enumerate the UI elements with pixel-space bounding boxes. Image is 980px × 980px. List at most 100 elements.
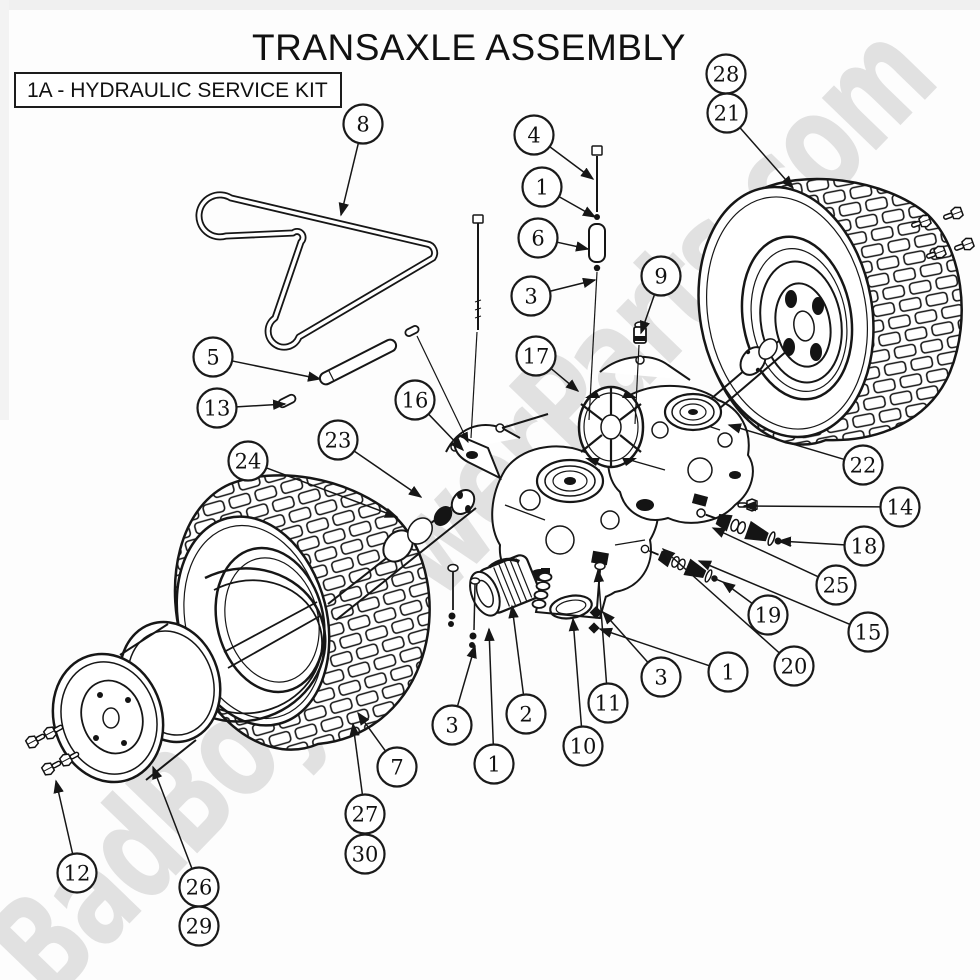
callout-balloon-27[interactable]: 27	[344, 793, 386, 835]
leader-line	[593, 568, 608, 684]
callout-balloon-1[interactable]: 1	[707, 651, 749, 693]
leader-line	[357, 711, 387, 752]
leader-line	[349, 722, 364, 795]
svg-text:3: 3	[654, 666, 667, 690]
callout-balloon-24[interactable]: 24	[227, 440, 269, 482]
svg-text:8: 8	[356, 113, 369, 137]
page-title: TRANSAXLE ASSEMBLY	[252, 27, 686, 68]
callout-balloon-30[interactable]: 30	[344, 833, 386, 875]
svg-text:11: 11	[595, 692, 622, 716]
left-tire	[173, 474, 431, 751]
leader-line	[549, 146, 595, 180]
callout-balloon-8[interactable]: 8	[342, 103, 384, 145]
callout-balloon-18[interactable]: 18	[843, 525, 885, 567]
leader-line	[739, 127, 794, 190]
callout-balloon-14[interactable]: 14	[879, 486, 921, 528]
callout-balloon-5[interactable]: 5	[192, 336, 234, 378]
callout-balloon-25[interactable]: 25	[815, 564, 857, 606]
callout-balloon-23[interactable]: 23	[317, 419, 359, 461]
callout-balloon-12[interactable]: 12	[56, 852, 98, 894]
svg-text:18: 18	[851, 535, 878, 559]
leader-line	[550, 367, 580, 392]
callout-balloon-28[interactable]: 28	[705, 53, 747, 95]
callout-balloon-15[interactable]: 15	[847, 611, 889, 653]
leader-line	[236, 399, 287, 410]
callout-balloon-10[interactable]: 10	[562, 725, 604, 767]
leader-line	[777, 536, 845, 547]
svg-text:1: 1	[487, 753, 500, 777]
svg-text:25: 25	[823, 574, 850, 598]
leader-line	[711, 527, 819, 578]
leader-line	[661, 548, 780, 654]
svg-text:16: 16	[402, 389, 429, 413]
callout-balloon-1[interactable]: 1	[521, 166, 563, 208]
svg-text:6: 6	[531, 227, 544, 251]
leader-line	[456, 644, 477, 707]
leader-line	[353, 450, 423, 498]
svg-text:23: 23	[325, 429, 352, 453]
svg-text:13: 13	[204, 397, 231, 421]
leader-line	[598, 627, 710, 667]
svg-text:1: 1	[721, 661, 734, 685]
leader-line	[742, 500, 881, 512]
svg-text:12: 12	[64, 862, 91, 886]
leader-line	[721, 581, 753, 605]
callout-balloon-11[interactable]: 11	[587, 682, 629, 724]
callout-balloon-13[interactable]: 13	[196, 387, 238, 429]
svg-text:10: 10	[570, 735, 597, 759]
svg-text:9: 9	[654, 265, 667, 289]
svg-text:20: 20	[781, 655, 808, 679]
svg-text:3: 3	[445, 714, 458, 738]
svg-text:2: 2	[519, 703, 532, 727]
leader-line	[265, 467, 399, 518]
callout-balloon-19[interactable]: 19	[747, 594, 789, 636]
leader-line	[231, 360, 322, 382]
svg-text:30: 30	[352, 843, 379, 867]
callout-balloon-6[interactable]: 6	[517, 217, 559, 259]
leader-line	[558, 195, 597, 218]
callout-balloon-26[interactable]: 26	[178, 866, 220, 908]
callout-balloon-3[interactable]: 3	[640, 656, 682, 698]
leader-line	[697, 560, 851, 626]
callout-balloon-9[interactable]: 9	[640, 255, 682, 297]
callout-balloon-17[interactable]: 17	[515, 335, 557, 377]
leader-line	[508, 604, 525, 695]
svg-text:28: 28	[713, 63, 740, 87]
callout-balloon-3[interactable]: 3	[510, 275, 552, 317]
leader-line	[556, 241, 590, 252]
wheel-rim-assembly	[24, 567, 327, 784]
callout-balloon-3[interactable]: 3	[431, 704, 473, 746]
leader-line	[53, 779, 74, 855]
svg-text:1: 1	[535, 176, 548, 200]
leader-line	[484, 627, 495, 745]
svg-text:27: 27	[352, 803, 379, 827]
callout-balloon-1[interactable]: 1	[473, 743, 515, 785]
callout-balloon-4[interactable]: 4	[513, 114, 555, 156]
leader-line	[338, 142, 360, 217]
svg-text:22: 22	[850, 454, 877, 478]
leader-line	[152, 765, 193, 870]
svg-text:3: 3	[524, 285, 537, 309]
callout-balloon-22[interactable]: 22	[842, 444, 884, 486]
scan-edge-top	[0, 0, 980, 10]
right-transaxle	[577, 338, 789, 524]
svg-text:24: 24	[235, 450, 262, 474]
svg-text:5: 5	[206, 346, 219, 370]
hydraulic-service-kit-label: 1A - HYDRAULIC SERVICE KIT	[14, 72, 342, 108]
leader-line	[727, 423, 845, 461]
callout-balloon-29[interactable]: 29	[178, 905, 220, 947]
callout-balloon-2[interactable]: 2	[505, 693, 547, 735]
svg-text:21: 21	[714, 102, 741, 126]
leader-line	[640, 294, 656, 335]
callout-balloon-21[interactable]: 21	[706, 92, 748, 134]
leader-line	[568, 617, 583, 727]
svg-text:26: 26	[186, 876, 213, 900]
callout-balloon-20[interactable]: 20	[773, 645, 815, 687]
svg-text:17: 17	[523, 345, 550, 369]
scan-edge-left	[0, 0, 9, 420]
callout-balloon-7[interactable]: 7	[376, 746, 418, 788]
callout-balloon-16[interactable]: 16	[394, 379, 436, 421]
